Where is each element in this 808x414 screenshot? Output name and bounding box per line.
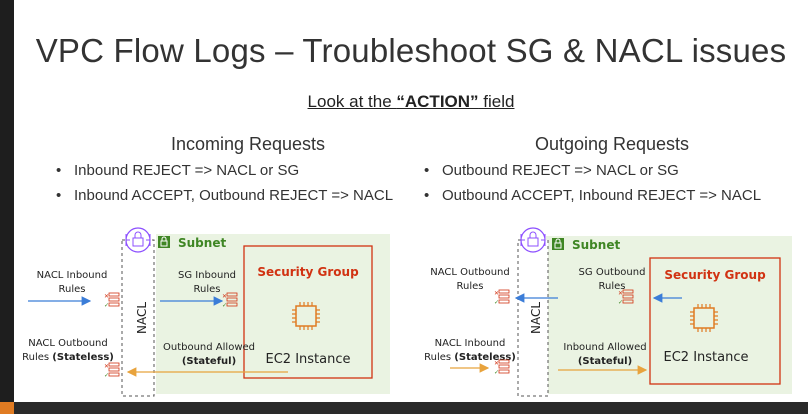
nacl-top-rules-label: NACL Outbound <box>430 267 510 278</box>
svg-text:✕: ✕ <box>494 290 499 297</box>
return-allowed-label: (Stateful) <box>182 356 236 367</box>
outgoing-heading: Outgoing Requests <box>534 134 690 154</box>
svg-text:✓: ✓ <box>494 369 499 376</box>
svg-text:✕: ✕ <box>618 290 623 297</box>
stateless-note: (Stateless) <box>52 352 114 363</box>
svg-text:✕: ✕ <box>104 293 109 300</box>
subnet-area <box>546 236 792 394</box>
incoming-diagram: Subnet NACL Security Group EC2 Instance … <box>22 227 390 397</box>
svg-text:✕: ✕ <box>494 360 499 367</box>
sg-rules-label: SG Inbound <box>178 270 236 281</box>
sg-label: Security Group <box>664 268 766 282</box>
sg-rules-icon: ✕ ✓ <box>222 292 238 309</box>
stateless-note: (Stateless) <box>454 352 516 363</box>
subtitle-suffix: field <box>478 92 515 111</box>
svg-text:✓: ✓ <box>222 302 227 309</box>
ec2-chip-icon <box>292 302 320 330</box>
nacl-lock-icon <box>520 227 546 253</box>
incoming-bullets: Inbound REJECT => NACL or SG Inbound ACC… <box>54 162 414 212</box>
incoming-heading: Incoming Requests <box>170 134 326 154</box>
bottom-strip <box>0 402 808 414</box>
sg-rules-icon: ✕ ✓ <box>618 289 634 306</box>
nacl-top-rules-icon: ✕ ✓ <box>494 289 510 306</box>
nacl-bottom-rules-label: NACL Outbound <box>28 338 108 349</box>
nacl-bottom-rules-icon: ✕ ✓ <box>494 359 510 376</box>
nacl-bottom-rules-icon: ✕ ✓ <box>104 362 120 379</box>
nacl-top-rules-icon: ✕ ✓ <box>104 292 120 309</box>
return-allowed-label: (Stateful) <box>578 356 632 367</box>
slide-subtitle: Look at the “ACTION” field <box>14 92 808 112</box>
rules-prefix: Rules <box>22 352 52 363</box>
subnet-label: Subnet <box>572 238 620 252</box>
sg-rules-label: SG Outbound <box>579 267 646 278</box>
svg-text:✓: ✓ <box>494 299 499 306</box>
svg-text:✕: ✕ <box>222 293 227 300</box>
return-allowed-label: Inbound Allowed <box>563 342 646 353</box>
nacl-bottom-rules-label: NACL Inbound <box>435 338 506 349</box>
nacl-label: NACL <box>529 302 543 334</box>
nacl-boundary <box>517 239 549 397</box>
security-group-box <box>649 257 781 385</box>
ec2-label: EC2 Instance <box>266 352 351 367</box>
ec2-label: EC2 Instance <box>664 350 749 365</box>
nacl-top-rules-label: NACL Inbound <box>37 270 108 281</box>
outgoing-bullets: Outbound REJECT => NACL or SG Outbound A… <box>422 162 782 212</box>
security-group-box <box>243 245 373 379</box>
return-allowed-label: Outbound Allowed <box>163 342 255 353</box>
nacl-label: NACL <box>135 302 149 334</box>
rules-prefix: Rules <box>424 352 454 363</box>
svg-text:✓: ✓ <box>104 302 109 309</box>
svg-text:✓: ✓ <box>618 299 623 306</box>
nacl-top-rules-label: Rules <box>457 281 484 292</box>
incoming-bullet: Inbound ACCEPT, Outbound REJECT => NACL <box>54 187 414 204</box>
subnet-label: Subnet <box>178 236 226 250</box>
nacl-lock-icon <box>125 227 151 253</box>
accent-bar <box>0 402 14 414</box>
subnet-area <box>156 234 390 394</box>
svg-text:✓: ✓ <box>104 372 109 379</box>
outgoing-bullet: Outbound ACCEPT, Inbound REJECT => NACL <box>422 187 782 204</box>
sg-label: Security Group <box>257 265 359 279</box>
subtitle-prefix: Look at the <box>307 92 397 111</box>
svg-text:✕: ✕ <box>104 363 109 370</box>
sg-rules-label: Rules <box>194 284 221 295</box>
incoming-bullet: Inbound REJECT => NACL or SG <box>54 162 414 179</box>
nacl-top-rules-label: Rules <box>59 284 86 295</box>
outgoing-bullet: Outbound REJECT => NACL or SG <box>422 162 782 179</box>
nacl-bottom-rules-label: Rules (Stateless) <box>22 352 114 363</box>
subtitle-emphasis: “ACTION” <box>396 92 479 111</box>
outgoing-diagram: Subnet NACL Security Group EC2 Instance … <box>424 227 792 397</box>
ec2-chip-icon <box>690 304 718 332</box>
slide: VPC Flow Logs – Troubleshoot SG & NACL i… <box>14 0 808 402</box>
slide-title: VPC Flow Logs – Troubleshoot SG & NACL i… <box>35 32 787 69</box>
sg-rules-label: Rules <box>599 281 626 292</box>
nacl-bottom-rules-label: Rules (Stateless) <box>424 352 516 363</box>
